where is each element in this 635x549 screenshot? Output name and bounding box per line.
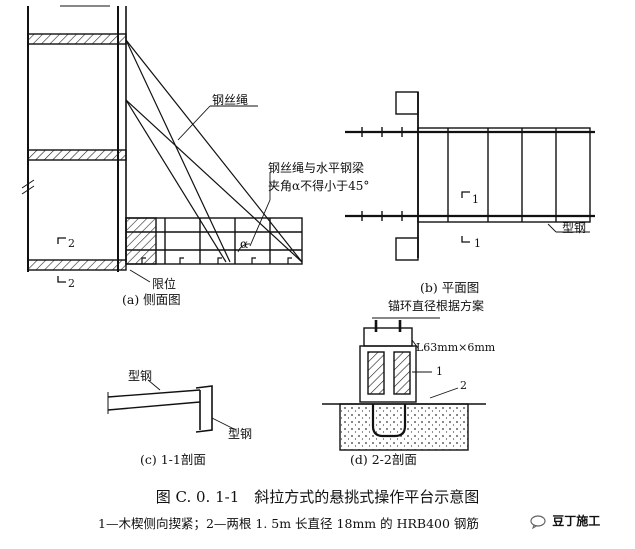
figure-title: 图 C. 0. 1-1 斜拉方式的悬挑式操作平台示意图 — [155, 488, 480, 506]
plan-deck — [417, 127, 591, 223]
angle-steel-label: L63mm×6mm — [416, 341, 496, 354]
watermark-text: 豆丁施工 — [552, 514, 601, 528]
section22-caption: (d) 2-2剖面 — [350, 452, 417, 467]
limit-label: 限位 — [152, 277, 177, 291]
plan-view — [345, 91, 595, 261]
figure-note: 1—木楔侧向揳紧；2—两根 1. 5m 长直径 18mm 的 HRB400 钢筋 — [98, 516, 479, 531]
middle-slab — [27, 149, 127, 161]
plan-section-mark-bottom: 1 — [474, 237, 481, 250]
wood-wedge-right — [393, 351, 411, 395]
anchor-ring — [371, 404, 407, 438]
section11-steel-top: 型钢 — [128, 369, 153, 383]
plan-steel-label: 型钢 — [562, 221, 587, 235]
channel-steel — [195, 385, 213, 433]
top-plate — [363, 327, 413, 347]
callout-1: 1 — [436, 365, 443, 378]
wire-rope-3 — [125, 99, 303, 263]
floor-slab — [27, 259, 127, 271]
platform-wall-hatch — [125, 217, 157, 265]
section-2-2 — [322, 317, 486, 451]
plan-view-caption: (b) 平面图 — [420, 280, 480, 295]
wood-wedge-left — [367, 351, 385, 395]
top-slab — [27, 33, 127, 45]
side-view — [21, 5, 303, 283]
wire-rope-2 — [125, 39, 231, 263]
callout-2: 2 — [460, 379, 467, 392]
angle-note-line1: 钢丝绳与水平钢梁 — [268, 161, 365, 175]
anchor-note: 锚环直径根据方案 — [388, 299, 485, 313]
channel-box — [359, 345, 417, 403]
section-mark-2-top: 2 — [68, 237, 75, 250]
wire-rope-4 — [125, 99, 227, 263]
section11-caption: (c) 1-1剖面 — [140, 452, 206, 467]
wire-rope-label: 钢丝绳 — [212, 93, 249, 107]
angle-note-line2: 夹角α不得小于45° — [268, 179, 370, 193]
alpha-label: α — [240, 237, 249, 251]
section-1-1 — [107, 379, 237, 433]
watermark: 豆丁施工 — [530, 512, 600, 529]
plan-section-mark-top: 1 — [472, 193, 479, 206]
wire-rope-1 — [125, 39, 303, 263]
section11-steel-bottom: 型钢 — [228, 427, 253, 441]
side-view-caption: (a) 侧面图 — [122, 292, 181, 307]
chat-bubble-icon — [530, 514, 546, 529]
section-mark-2-bottom: 2 — [68, 277, 75, 290]
